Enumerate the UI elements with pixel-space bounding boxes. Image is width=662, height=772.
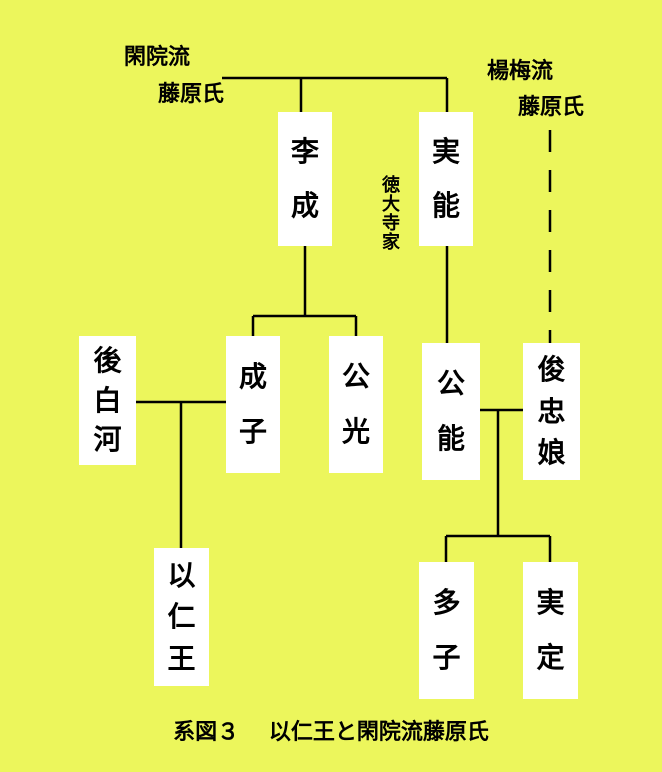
person-shigeko: 成 子 <box>226 336 280 473</box>
person-mochihito: 以 仁 王 <box>154 548 209 686</box>
person-kinyoshi: 公 能 <box>422 343 480 480</box>
person-toshitada-daughter: 俊 忠 娘 <box>523 343 580 480</box>
label-yobai-line2: 藤原氏 <box>518 95 585 120</box>
person-suenari: 李 成 <box>278 112 332 246</box>
person-goshirakawa: 後 白 河 <box>79 336 136 465</box>
label-tokudaiji: 徳大寺家 <box>379 175 400 251</box>
person-sanetoshi: 実 能 <box>419 112 473 246</box>
person-kinmitsu: 公 光 <box>329 336 383 473</box>
person-sanesada: 実 定 <box>523 562 578 699</box>
figure-caption: 系図３ 以仁王と閑院流藤原氏 <box>173 720 489 745</box>
person-kazuko: 多 子 <box>419 562 474 699</box>
label-yobai-line1: 楊梅流 <box>487 59 554 84</box>
label-kanin-line2: 藤原氏 <box>158 82 225 107</box>
label-kanin-line1: 閑院流 <box>124 45 191 70</box>
